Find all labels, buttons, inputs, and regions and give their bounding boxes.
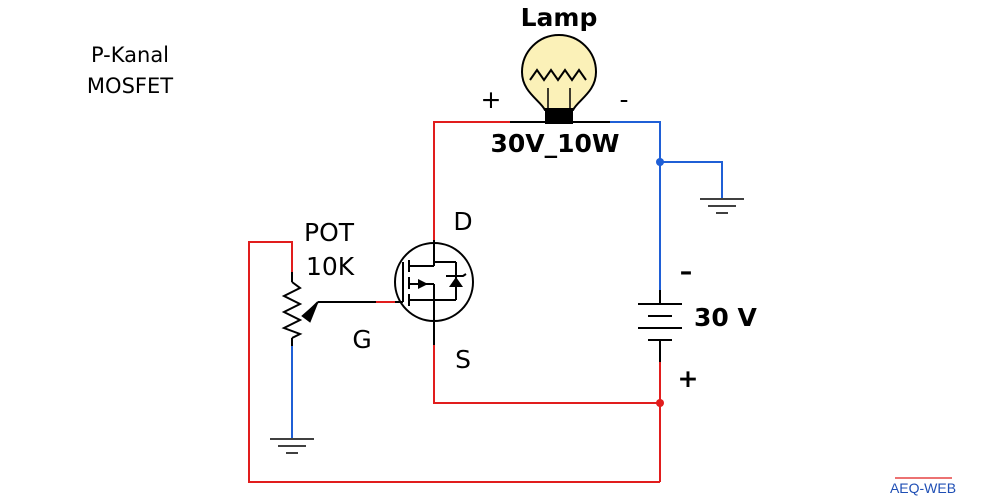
- gate-label: G: [352, 325, 371, 354]
- lamp-base: [545, 108, 573, 124]
- lamp-filament: [529, 68, 587, 82]
- junction-dot-negative: [656, 158, 664, 166]
- battery-plus-label: +: [678, 364, 699, 393]
- negative-wires: [291, 121, 723, 438]
- wire-source-to-node: [433, 345, 660, 404]
- source-label: S: [455, 345, 471, 374]
- drain-label: D: [453, 207, 472, 236]
- mosfet-body-diode: [449, 277, 463, 287]
- lamp-label: Lamp: [521, 3, 598, 32]
- wire-ground-branch: [660, 161, 723, 198]
- wire-lamp-to-battery: [610, 121, 661, 290]
- title-line-1: P-Kanal: [91, 43, 169, 67]
- pot-value-label: 10K: [306, 252, 355, 281]
- ground-symbol-right: [700, 198, 744, 214]
- junction-dot-positive: [656, 399, 664, 407]
- lamp-bulb: [520, 34, 598, 111]
- lamp: [510, 34, 610, 124]
- brand-label: AEQ-WEB: [890, 480, 956, 496]
- lamp-plus-label: +: [481, 85, 502, 114]
- mosfet-channel-arrow: [418, 279, 428, 289]
- brand-mark: AEQ-WEB: [890, 477, 956, 496]
- wire-pot-loop: [248, 241, 660, 483]
- lamp-rating-label: 30V_10W: [490, 129, 619, 158]
- pot-name-label: POT: [304, 218, 355, 247]
- wire-lamp-to-drain: [433, 121, 510, 240]
- lamp-minus-label: -: [619, 85, 628, 114]
- mosfet-symbol: [394, 240, 474, 345]
- circuit-title: P-Kanal MOSFET: [87, 43, 173, 98]
- battery-voltage-label: 30 V: [694, 303, 757, 332]
- ground-symbol-left: [270, 438, 314, 454]
- battery: [638, 290, 682, 362]
- battery-minus-label: –: [680, 257, 693, 286]
- pot-resistor-zigzag: [281, 281, 303, 339]
- positive-wires: [248, 121, 661, 483]
- potentiometer: [281, 272, 376, 346]
- title-line-2: MOSFET: [87, 74, 173, 98]
